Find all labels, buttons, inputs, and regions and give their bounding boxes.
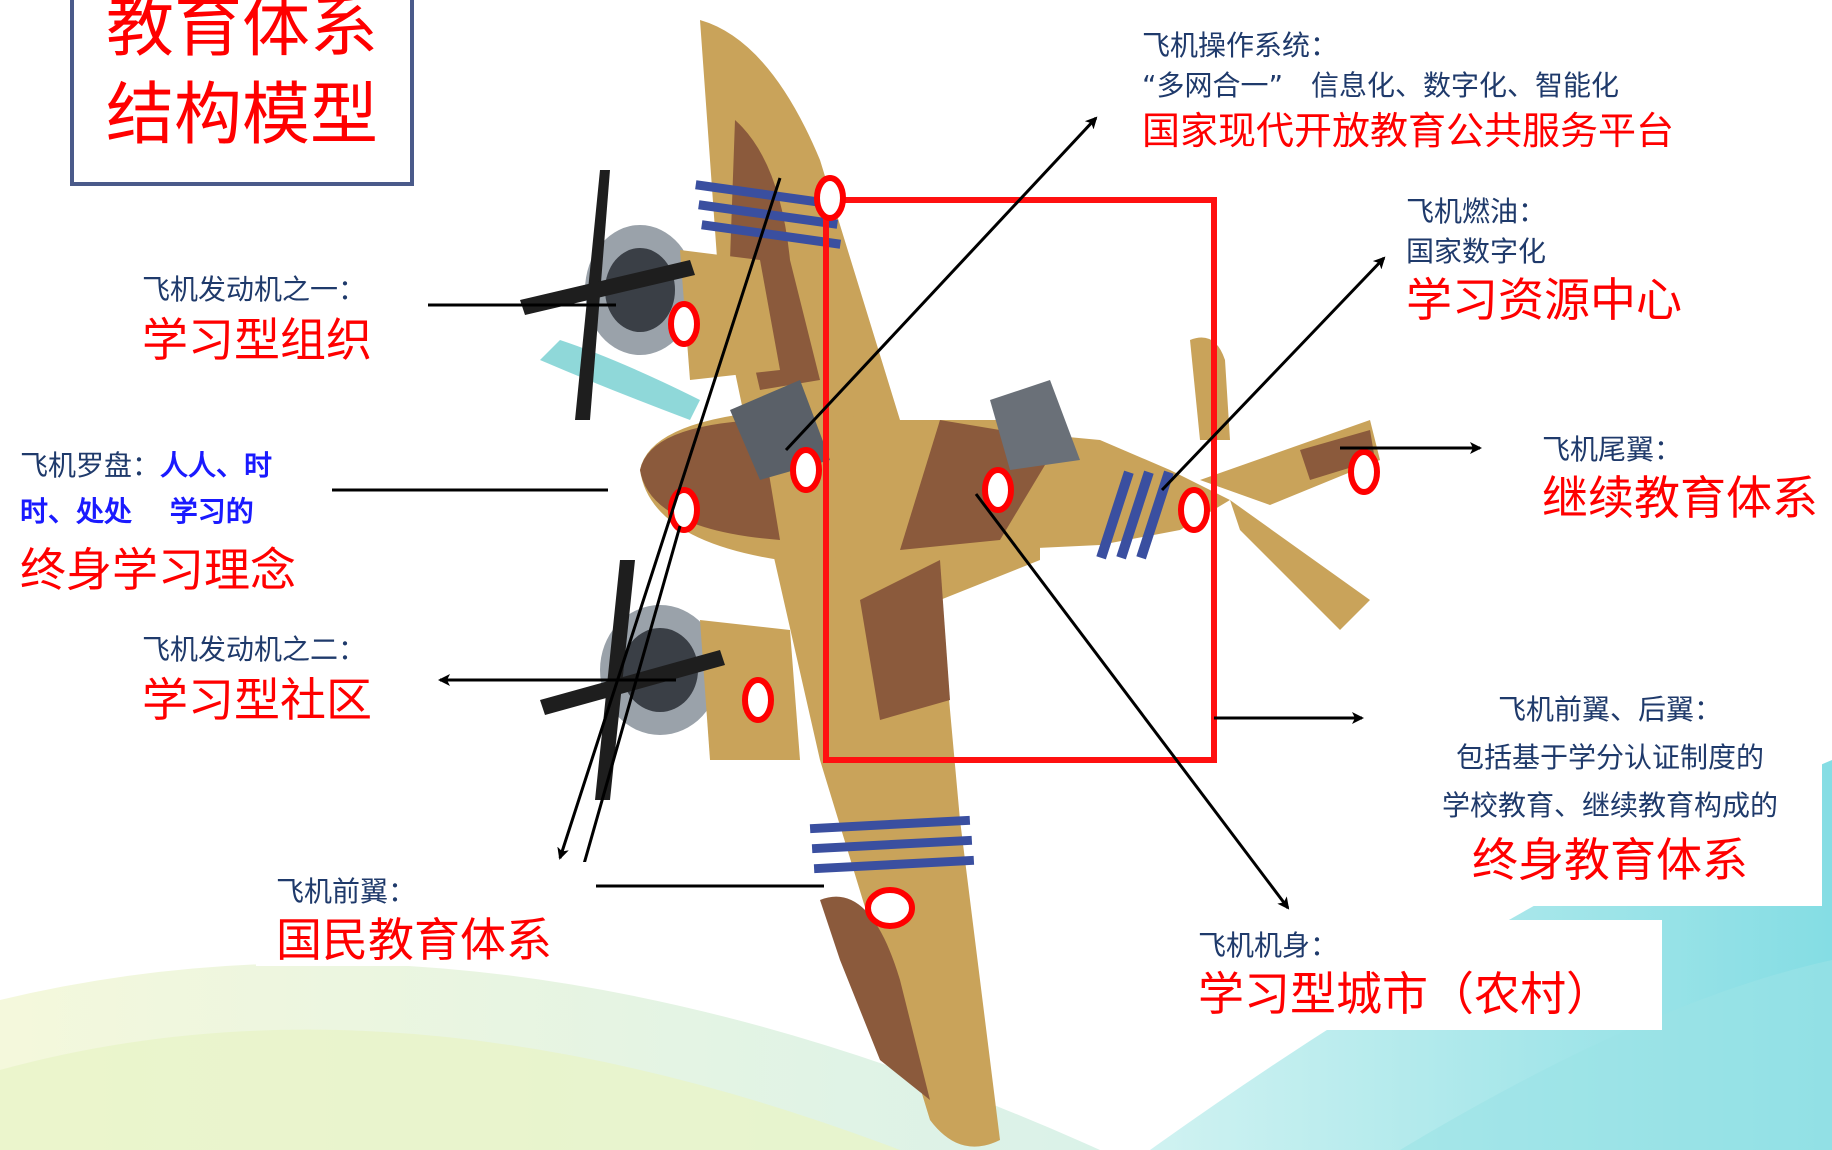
label-tail: 飞机尾翼： 继续教育体系 bbox=[1530, 428, 1830, 536]
pointer-arrows bbox=[320, 116, 1482, 910]
compass-caption-b: 人人、时 bbox=[160, 449, 273, 482]
marker-ovals bbox=[668, 175, 1380, 929]
label-fuel: 飞机燃油： 国家数字化 学习资源中心 bbox=[1394, 190, 1714, 334]
label-fuselage: 飞机机身： 学习型城市（农村） bbox=[1186, 920, 1662, 1030]
label-wings: 飞机前翼、后翼： 包括基于学分认证制度的 学校教育、继续教育构成的 终身教育体系 bbox=[1398, 684, 1822, 906]
label-engine2: 飞机发动机之二： 学习型社区 bbox=[138, 628, 428, 736]
arrow-ops-system bbox=[784, 116, 1098, 452]
label-ops-system: 飞机操作系统： “多网合一” 信息化、数字化、智能化 国家现代开放教育公共服务平… bbox=[1130, 24, 1710, 156]
arrow-fuel bbox=[1160, 256, 1386, 492]
fuselage-caption: 飞机机身： bbox=[1198, 929, 1339, 962]
arrow-front-wing-diag-a bbox=[557, 177, 782, 860]
title-line-2: 结构模型 bbox=[105, 76, 378, 155]
label-front-wing: 飞机前翼： 国民教育体系 bbox=[256, 862, 596, 967]
fuel-caption: 飞机燃油： bbox=[1406, 195, 1547, 228]
marker-oval bbox=[1178, 487, 1210, 533]
engine2-caption: 飞机发动机之二： bbox=[142, 633, 367, 666]
marker-oval bbox=[742, 677, 774, 723]
marker-oval bbox=[790, 447, 822, 493]
front-wing-main: 国民教育体系 bbox=[276, 913, 552, 967]
diagram-title: 教育体系 结构模型 bbox=[70, 0, 414, 186]
fuel-line2: 国家数字化 bbox=[1406, 235, 1547, 268]
engine1-main: 学习型组织 bbox=[142, 313, 372, 367]
compass-main: 终身学习理念 bbox=[20, 543, 296, 597]
tail-main: 继续教育体系 bbox=[1542, 471, 1818, 525]
compass-caption-c: 时、处处 学习的 bbox=[20, 495, 254, 528]
marker-oval bbox=[982, 467, 1014, 513]
ops-main: 国家现代开放教育公共服务平台 bbox=[1142, 109, 1675, 153]
ops-caption: 飞机操作系统： bbox=[1142, 29, 1339, 62]
label-compass: 飞机罗盘：人人、时 时、处处 学习的 终身学习理念 bbox=[12, 440, 332, 610]
title-line-1: 教育体系 bbox=[105, 0, 378, 67]
fuel-main: 学习资源中心 bbox=[1406, 273, 1682, 327]
front-wing-caption: 飞机前翼： bbox=[276, 875, 417, 908]
wings-main: 终身教育体系 bbox=[1472, 833, 1748, 887]
wings-line3: 学校教育、继续教育构成的 bbox=[1441, 789, 1778, 822]
label-engine1: 飞机发动机之一： 学习型组织 bbox=[138, 268, 428, 376]
compass-caption-row1: 飞机罗盘：人人、时 bbox=[20, 448, 272, 483]
engine1-caption: 飞机发动机之一： bbox=[142, 273, 367, 306]
marker-oval bbox=[814, 175, 846, 221]
marker-oval bbox=[865, 887, 915, 929]
wings-caption: 飞机前翼、后翼： bbox=[1497, 693, 1722, 726]
airplane-illustration bbox=[520, 20, 1380, 1147]
fuselage-main: 学习型城市（农村） bbox=[1198, 967, 1612, 1021]
marker-oval bbox=[1348, 449, 1380, 495]
arrow-front-wing-diag-b bbox=[576, 525, 682, 880]
marker-oval bbox=[668, 301, 700, 347]
ops-line2: “多网合一” 信息化、数字化、智能化 bbox=[1142, 69, 1620, 102]
tail-caption: 飞机尾翼： bbox=[1542, 433, 1683, 466]
compass-caption-a: 飞机罗盘： bbox=[20, 449, 161, 482]
wings-line2: 包括基于学分认证制度的 bbox=[1455, 741, 1764, 774]
marker-oval bbox=[668, 487, 700, 533]
engine2-main: 学习型社区 bbox=[142, 673, 372, 727]
arrow-fuselage bbox=[974, 493, 1290, 910]
